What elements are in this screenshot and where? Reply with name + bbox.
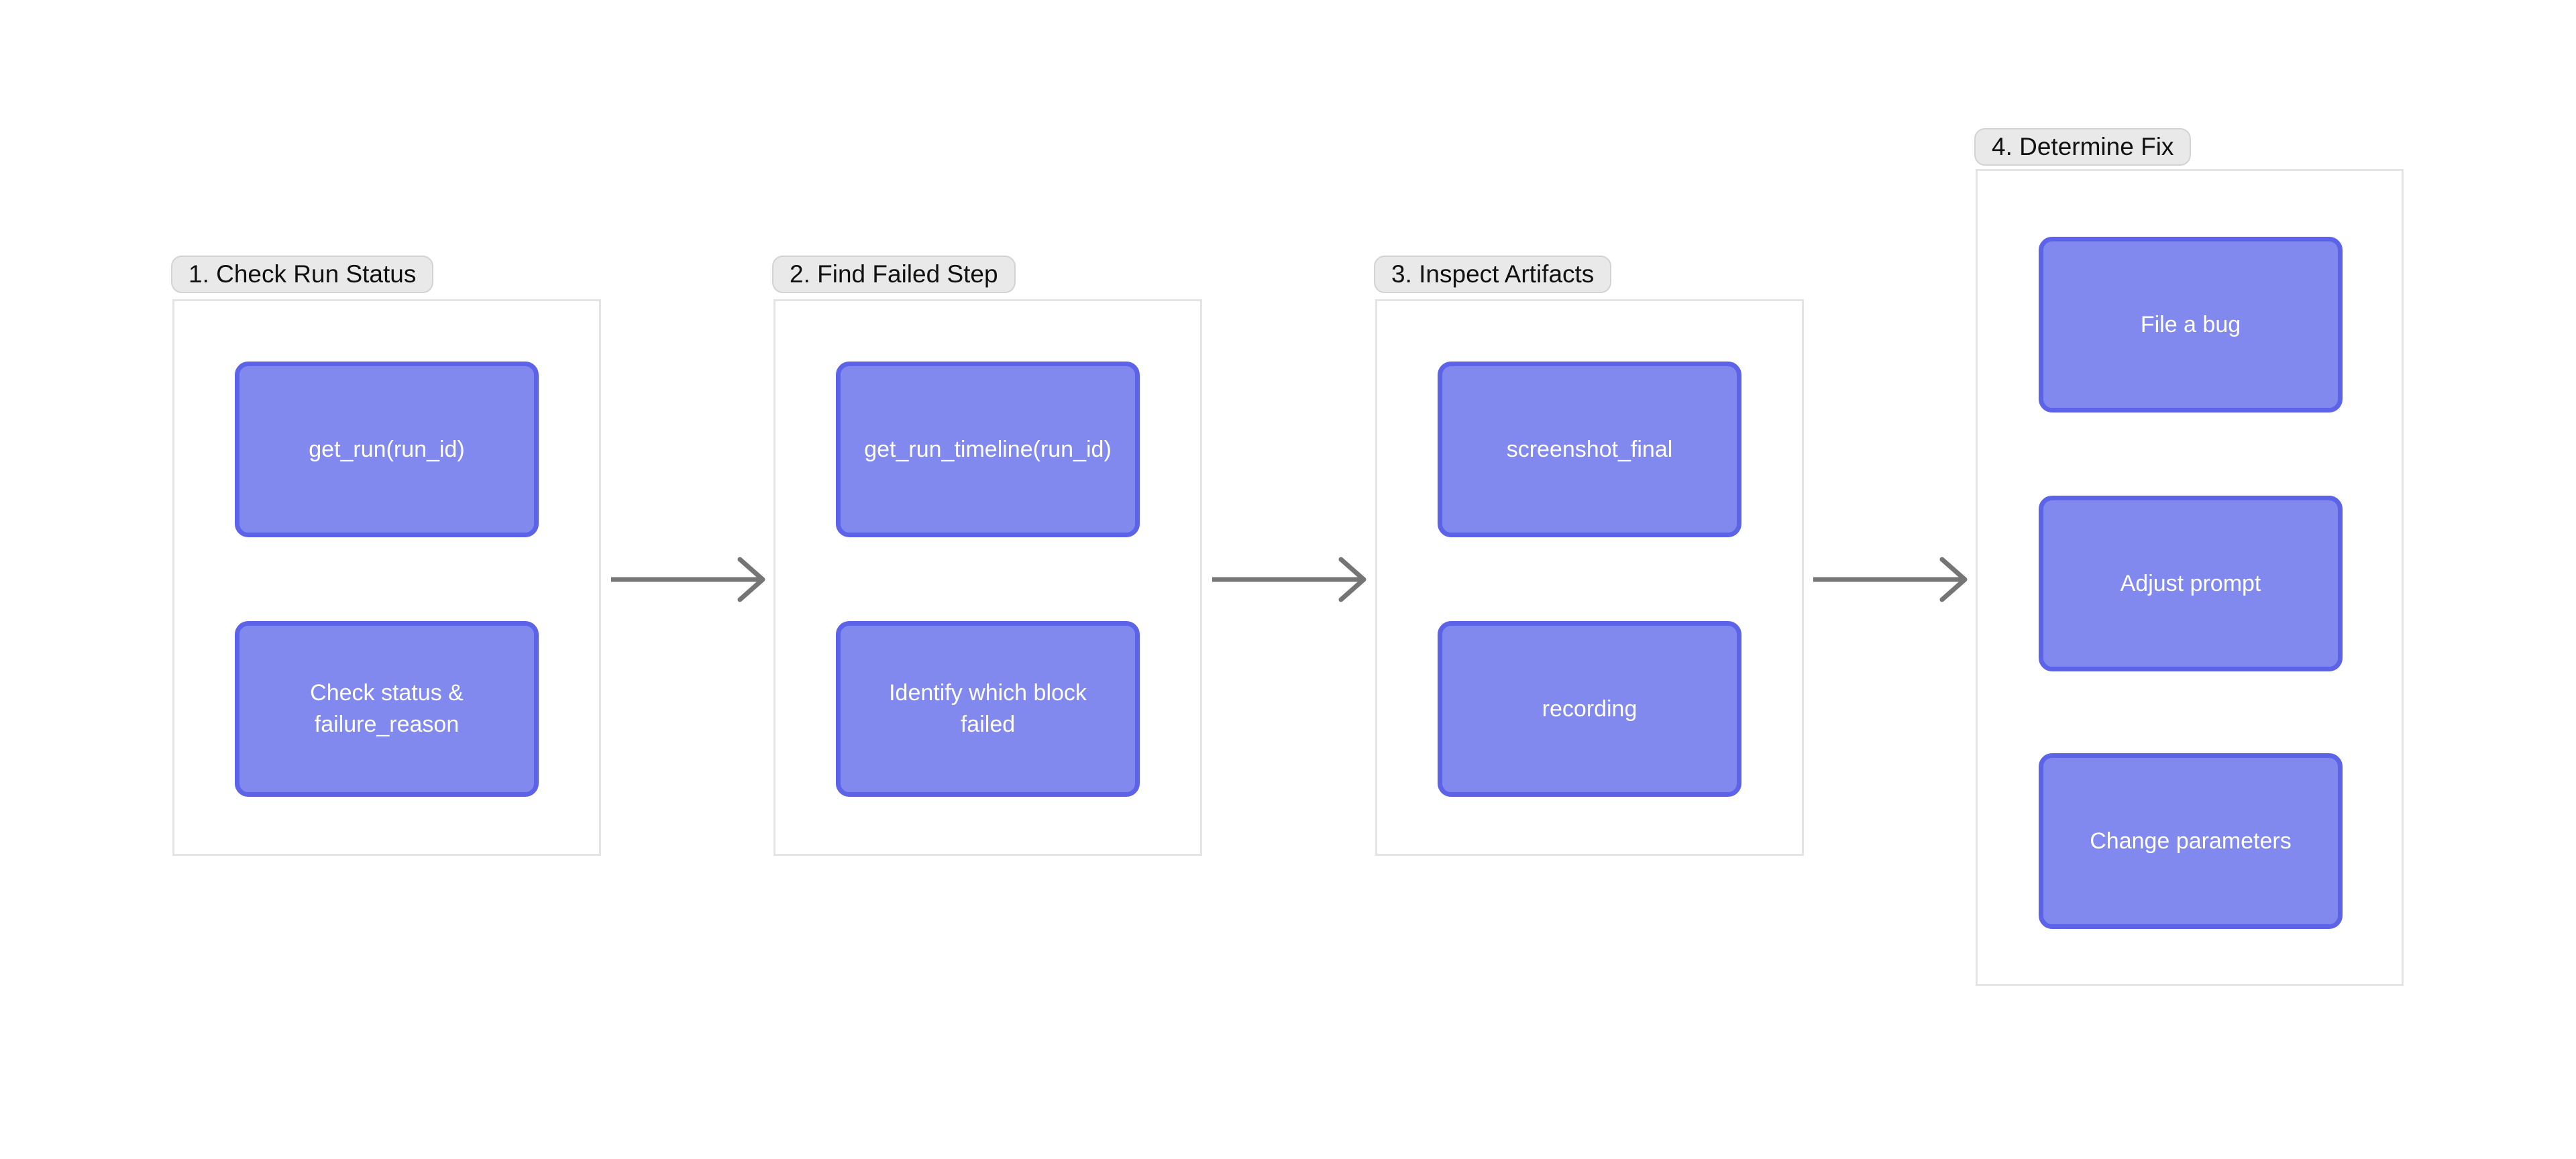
node-label: get_run_timeline(run_id) <box>864 436 1112 462</box>
group-panel: get_run_timeline(run_id) Identify which … <box>773 299 1202 856</box>
group-label-badge: 3. Inspect Artifacts <box>1374 256 1612 293</box>
group-inspect-artifacts: 3. Inspect Artifacts screenshot_final re… <box>1374 256 1805 856</box>
node-label: Change parameters <box>2090 828 2292 854</box>
group-label-badge: 2. Find Failed Step <box>772 256 1016 293</box>
node-recording: recording <box>1438 621 1741 797</box>
node-label: get_run(run_id) <box>309 436 465 462</box>
group-panel: File a bug Adjust prompt Change paramete… <box>1976 169 2404 986</box>
node-check-status-failure-reason: Check status & failure_reason <box>235 621 539 797</box>
group-determine-fix: 4. Determine Fix File a bug Adjust promp… <box>1974 128 2405 986</box>
group-label-badge: 4. Determine Fix <box>1974 128 2192 166</box>
group-label-text: 2. Find Failed Step <box>790 260 998 288</box>
group-label-text: 4. Determine Fix <box>1992 133 2174 160</box>
node-label: File a bug <box>2140 311 2241 337</box>
flow-arrow-icon <box>1812 553 1968 606</box>
group-check-run-status: 1. Check Run Status get_run(run_id) Chec… <box>171 256 602 856</box>
node-get-run: get_run(run_id) <box>235 362 539 537</box>
node-file-a-bug: File a bug <box>2039 237 2343 412</box>
flow-arrow-icon <box>1211 553 1366 606</box>
node-screenshot-final: screenshot_final <box>1438 362 1741 537</box>
node-label: screenshot_final <box>1506 436 1673 462</box>
group-label-badge: 1. Check Run Status <box>171 256 434 293</box>
node-identify-failed-block: Identify which block failed <box>836 621 1140 797</box>
node-label: Check status & failure_reason <box>310 680 464 737</box>
group-label-text: 1. Check Run Status <box>189 260 417 288</box>
node-label: Adjust prompt <box>2120 570 2261 596</box>
flow-arrow-icon <box>610 553 765 606</box>
group-panel: get_run(run_id) Check status & failure_r… <box>172 299 601 856</box>
node-change-parameters: Change parameters <box>2039 753 2343 929</box>
node-label: Identify which block failed <box>889 680 1087 737</box>
node-label: recording <box>1542 696 1638 722</box>
group-label-text: 3. Inspect Artifacts <box>1391 260 1595 288</box>
node-get-run-timeline: get_run_timeline(run_id) <box>836 362 1140 537</box>
group-find-failed-step: 2. Find Failed Step get_run_timeline(run… <box>772 256 1203 856</box>
node-adjust-prompt: Adjust prompt <box>2039 496 2343 671</box>
group-panel: screenshot_final recording <box>1375 299 1804 856</box>
